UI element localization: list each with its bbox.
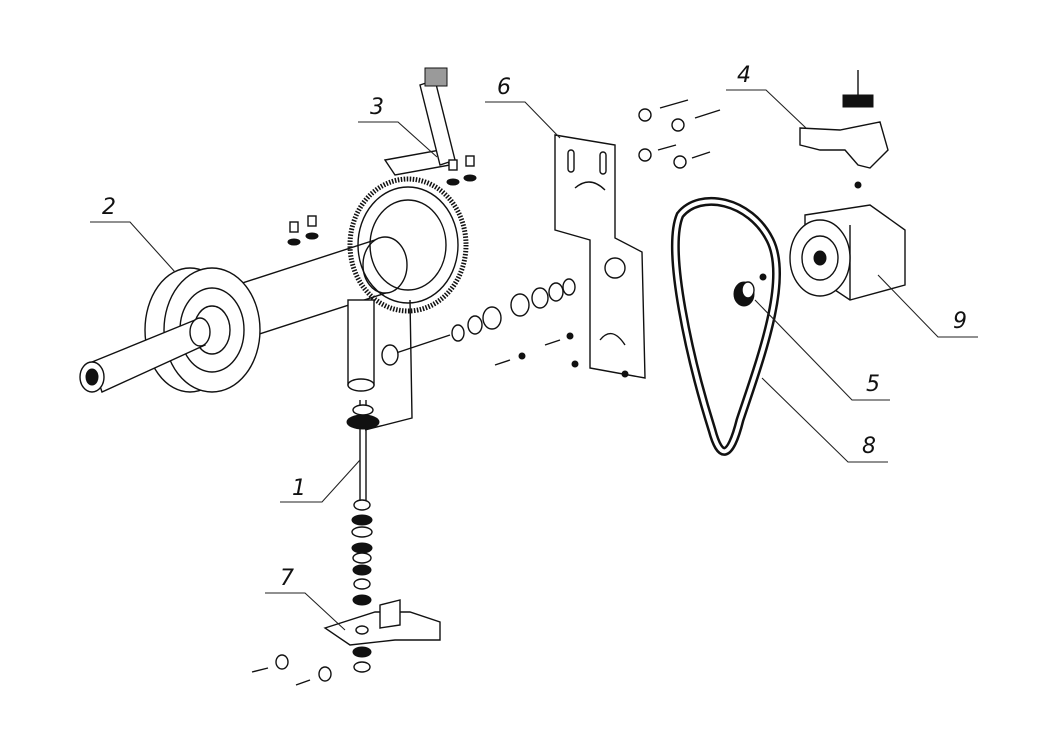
part-1-threaded-rod (346, 400, 380, 500)
part-2-main-shaft (79, 236, 408, 393)
leader-5 (754, 299, 890, 401)
upper-bolts (638, 99, 721, 169)
top-bolts (287, 155, 477, 246)
part-6-mounting-plate (554, 134, 646, 379)
callout-4: 4 (737, 63, 751, 88)
part-5-motor-pulley (733, 273, 767, 307)
callout-3: 3 (370, 95, 384, 120)
transverse-pin (381, 278, 576, 366)
leader-9 (877, 274, 978, 338)
callout-9: 9 (953, 309, 967, 334)
part-4-motor-bracket (799, 70, 889, 189)
part-9-motor (789, 204, 906, 301)
callout-1: 1 (292, 476, 306, 501)
callouts: 1 2 3 4 5 6 7 8 9 (102, 63, 967, 591)
bottom-bolts (251, 654, 332, 686)
leader-1 (280, 459, 361, 503)
callout-6: 6 (497, 75, 511, 100)
plate-bolts (494, 332, 629, 378)
callout-2: 2 (102, 195, 116, 220)
callout-8: 8 (862, 434, 876, 459)
sensor-cable (364, 299, 413, 431)
callout-7: 7 (280, 566, 294, 591)
vertical-post (347, 299, 375, 392)
leader-3 (358, 121, 438, 158)
part-8-drive-belt (670, 196, 782, 456)
leader-2 (90, 221, 176, 273)
part-7-bottom-bracket (323, 599, 441, 646)
leader-lines (90, 89, 978, 631)
gear-ring (347, 176, 469, 314)
leader-6 (485, 101, 561, 139)
leader-8 (761, 377, 888, 463)
leader-4 (726, 89, 807, 129)
leader-7 (265, 592, 346, 631)
washer-stack (351, 499, 373, 673)
callout-5: 5 (866, 372, 880, 397)
